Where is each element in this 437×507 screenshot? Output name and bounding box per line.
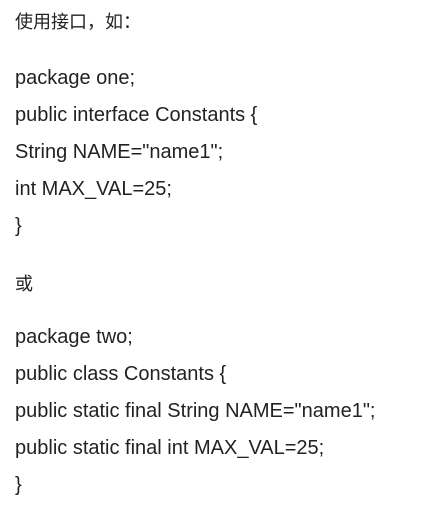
code-line: } bbox=[15, 474, 22, 496]
code-line: } bbox=[15, 215, 22, 237]
code-block-one: package one; public interface Constants … bbox=[15, 60, 257, 245]
code-line: public class Constants { bbox=[15, 363, 227, 385]
code-line: package one; bbox=[15, 67, 136, 89]
code-line: int MAX_VAL=25; bbox=[15, 178, 172, 200]
separator-text: 或 bbox=[15, 274, 33, 294]
intro-text: 使用接口，如： bbox=[15, 12, 141, 32]
code-line: public static final String NAME="name1"; bbox=[15, 400, 376, 422]
code-line: public static final int MAX_VAL=25; bbox=[15, 437, 325, 459]
code-line: public interface Constants { bbox=[15, 104, 258, 126]
code-line: String NAME="name1"; bbox=[15, 141, 224, 163]
code-block-two: package two; public class Constants { pu… bbox=[15, 319, 375, 504]
code-line: package two; bbox=[15, 326, 133, 348]
